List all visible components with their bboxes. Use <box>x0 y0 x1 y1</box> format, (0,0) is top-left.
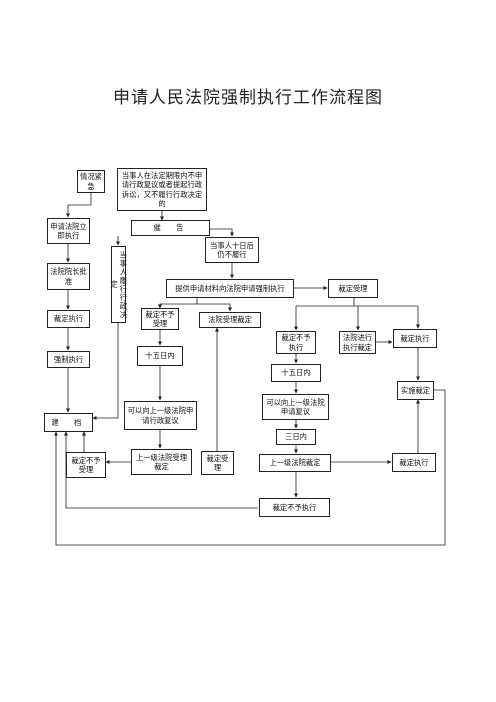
fifteen-days-right-label: 十五日内 <box>281 368 311 378</box>
implement-ruling-node: 实施裁定 <box>397 381 434 400</box>
fifteen-days-right: 十五日内 <box>271 364 321 382</box>
upper-ruling-accept-node: 裁定受理 <box>201 451 234 475</box>
president-approve-node: 法院院长批 准 <box>47 263 95 290</box>
ruling-not-accept-label: 裁定不予受理 <box>145 309 175 328</box>
review-right-label: 可以向上一级法院申请复议 <box>266 397 325 416</box>
final-not-exec-label: 裁定不予执行 <box>272 502 317 512</box>
ruling-accept-node: 裁定受理 <box>328 279 378 298</box>
urgent-label: 情况紧急 <box>80 172 102 191</box>
apply-immediate-node: 申请法院立即执行 <box>47 218 90 244</box>
party-no-review-node: 当事人在法定期限内不申请行政复议或者提起行政诉讼，又不履行行政决定的 <box>117 168 207 211</box>
three-days-node: 三日内 <box>276 429 316 445</box>
party-no-perform-label: 当事人十日后仍不履行 <box>210 240 254 259</box>
demand-node: 催 告 <box>131 220 210 236</box>
court-accept-ruling-node: 法院受理裁定 <box>199 312 261 328</box>
archive-label: 建 档 <box>51 417 86 427</box>
three-days-label: 三日内 <box>285 432 307 442</box>
upper-ruling-exec-label: 裁定执行 <box>399 457 429 467</box>
fifteen-days-left-label: 十五日内 <box>145 351 175 361</box>
enforce-node: 强制执行 <box>47 351 90 368</box>
court-exec-ruling-label: 法院进行执行裁定 <box>342 333 373 352</box>
ruling-exec-right-node: 裁定执行 <box>393 329 437 348</box>
president-approve-label: 法院院长批 准 <box>50 267 95 286</box>
urgent-node: 情况紧急 <box>77 170 105 193</box>
ruling-accept-label: 裁定受理 <box>338 283 368 293</box>
final-not-exec-node: 裁定不予执行 <box>259 498 330 517</box>
court-exec-ruling-node: 法院进行执行裁定 <box>339 331 376 354</box>
upper-accept-label: 上一级法院受理裁定 <box>135 452 188 471</box>
upper-ruling-node: 上一级法院裁定 <box>259 454 331 472</box>
court-accept-ruling-label: 法院受理裁定 <box>208 315 252 325</box>
review-right-node: 可以向上一级法院申请复议 <box>262 394 329 420</box>
archive-node: 建 档 <box>44 413 93 432</box>
submit-materials-node: 提供申请材料向法院申请强制执行 <box>166 279 294 298</box>
upper-ruling-accept-label: 裁定受理 <box>206 453 229 472</box>
ruling-exec-left-node: 裁定执行 <box>47 310 90 328</box>
ruling-not-exec-node: 裁定不予执行 <box>276 331 316 354</box>
final-not-accept-label: 裁定不予受理 <box>71 455 101 474</box>
party-no-review-label: 当事人在法定期限内不申请行政复议或者提起行政诉讼，又不履行行政决定的 <box>121 171 203 208</box>
enforce-label: 强制执行 <box>53 354 84 364</box>
implement-ruling-label: 实施裁定 <box>400 385 431 395</box>
party-performs-label: 当事人履行行政决定 <box>109 250 128 319</box>
review-left-label: 可以向上一级法院申请行政复议 <box>127 406 194 425</box>
ruling-not-accept-node: 裁定不予受理 <box>141 308 179 330</box>
page-title: 申请人民法院强制执行工作流程图 <box>113 88 383 108</box>
review-left-node: 可以向上一级法院申请行政复议 <box>124 401 197 430</box>
fifteen-days-left: 十五日内 <box>137 346 183 366</box>
party-performs-node: 当事人履行行政决定 <box>109 246 128 323</box>
ruling-exec-right-label: 裁定执行 <box>400 333 430 343</box>
ruling-not-exec-label: 裁定不予执行 <box>281 333 311 352</box>
apply-immediate-label: 申请法院立即执行 <box>50 221 87 240</box>
demand-label: 催 告 <box>153 223 188 233</box>
final-not-accept-node: 裁定不予受理 <box>66 452 106 478</box>
party-no-perform-node: 当事人十日后仍不履行 <box>205 237 259 263</box>
upper-ruling-label: 上一级法院裁定 <box>269 458 321 468</box>
upper-ruling-exec-node: 裁定执行 <box>392 453 436 472</box>
submit-materials-label: 提供申请材料向法院申请强制执行 <box>175 283 285 293</box>
ruling-exec-left-label: 裁定执行 <box>53 314 84 324</box>
upper-accept-node: 上一级法院受理裁定 <box>131 449 192 475</box>
